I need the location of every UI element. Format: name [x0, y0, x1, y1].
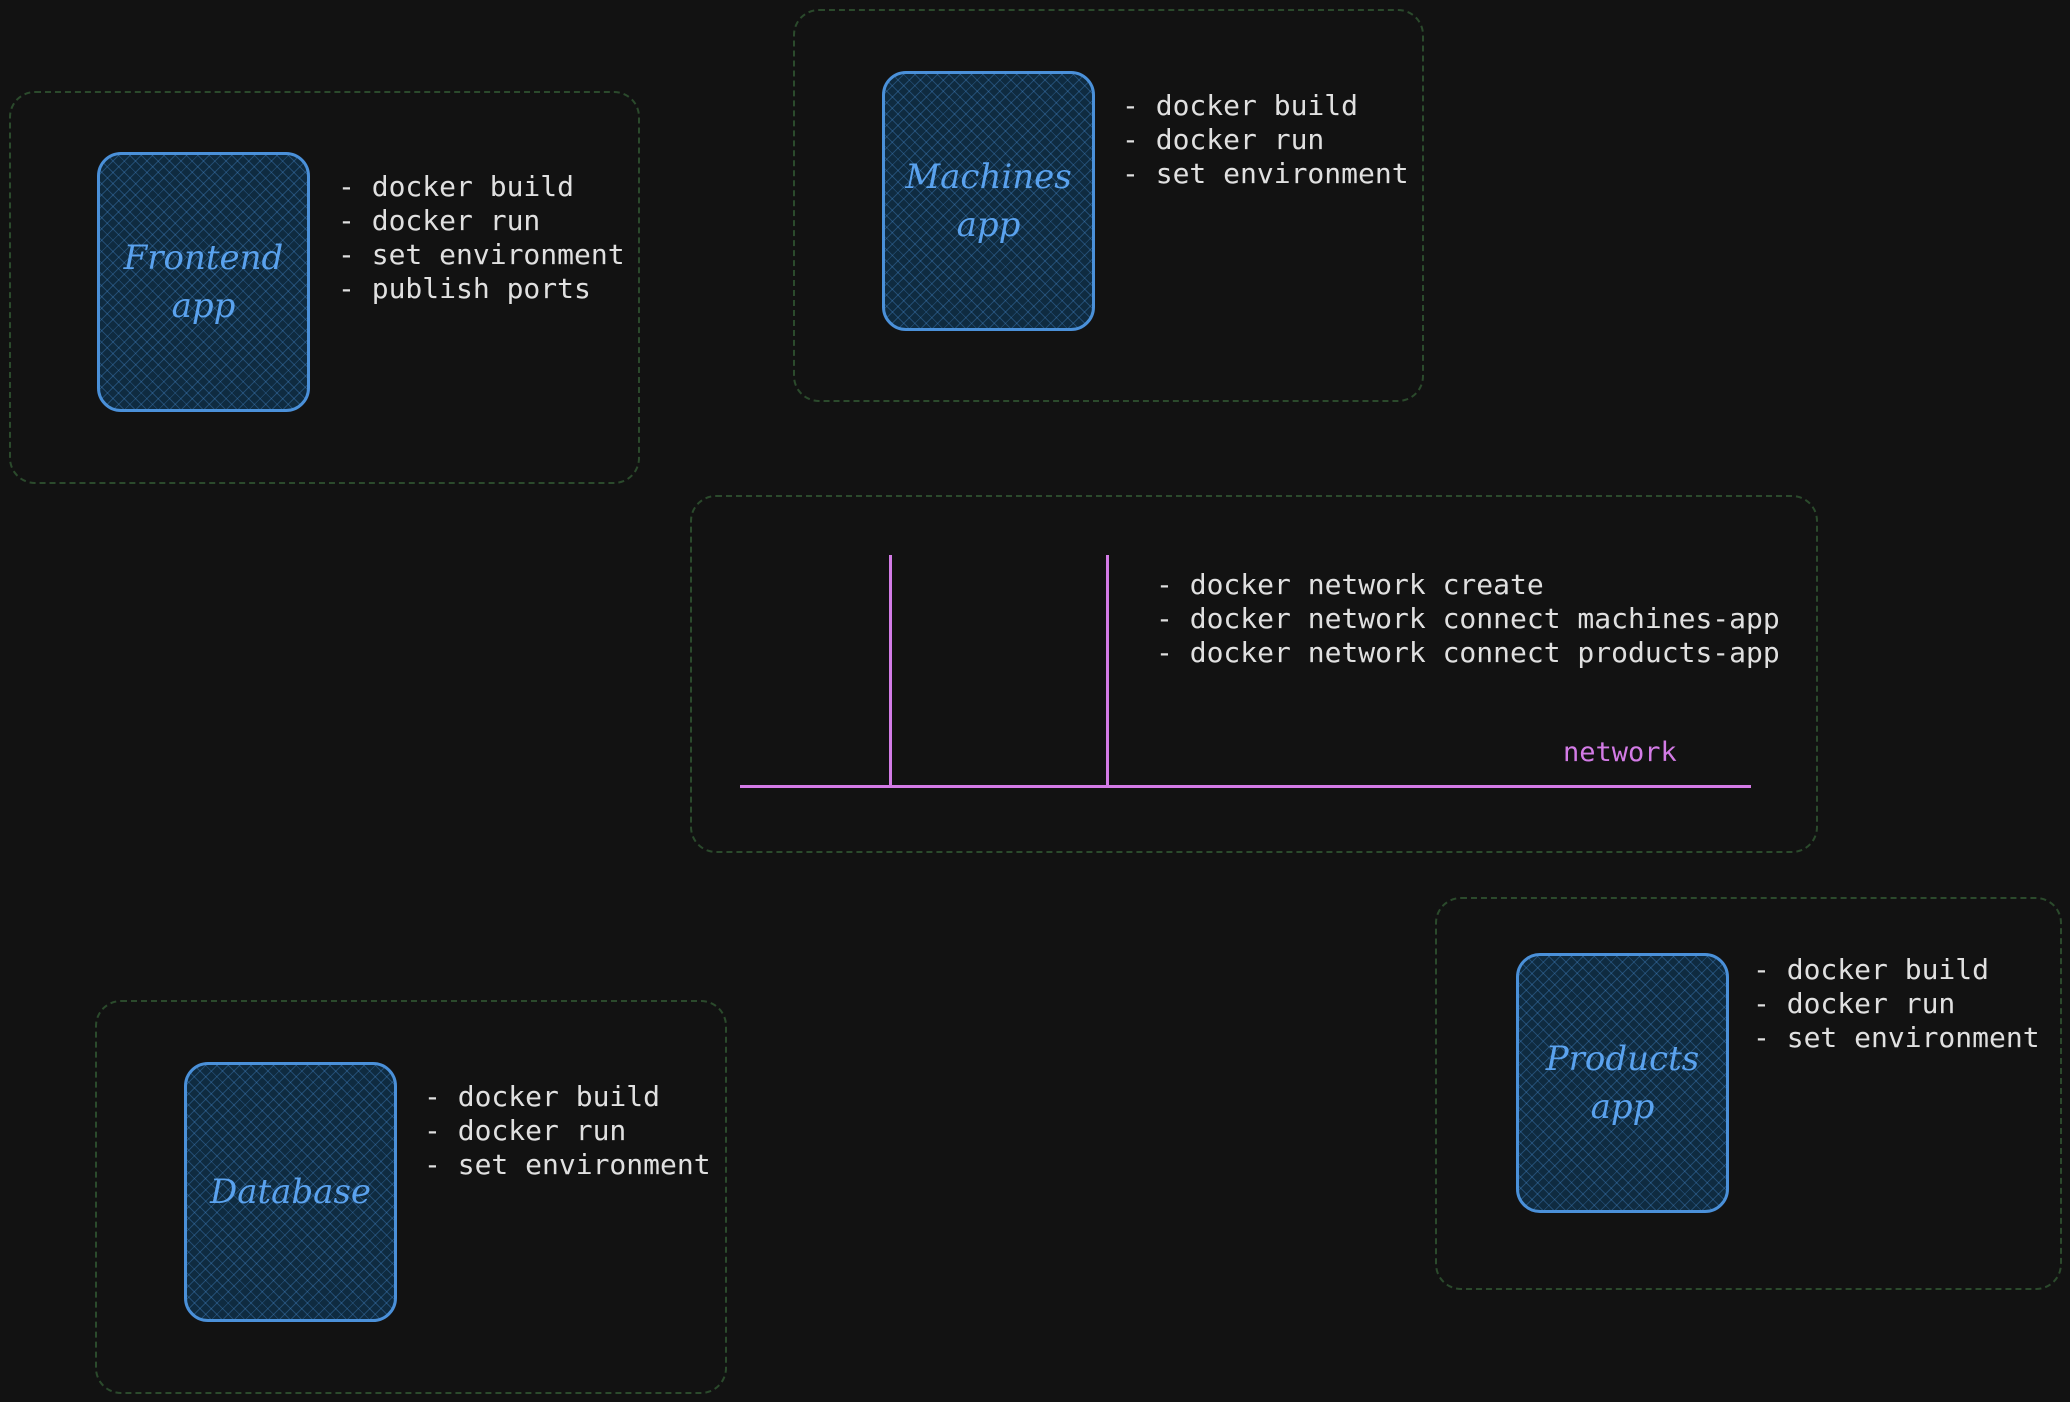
products-step: - docker build — [1753, 953, 1990, 986]
frontend-group — [9, 91, 640, 484]
machines-step: - docker build — [1122, 89, 1359, 122]
database-group — [95, 1000, 727, 1394]
network-label: network — [1563, 737, 1677, 768]
machines-step: - set environment — [1122, 157, 1409, 190]
products-step: - set environment — [1753, 1021, 2040, 1054]
machines-step: - docker run — [1122, 123, 1325, 156]
products-app-title-line1: Products — [1545, 1039, 1700, 1079]
network-step: - docker network create — [1156, 568, 1544, 601]
machines-steps: - docker build - docker run - set enviro… — [1122, 89, 1409, 191]
products-steps: - docker build - docker run - set enviro… — [1753, 953, 2040, 1055]
network-bus-line — [740, 785, 1751, 788]
network-step: - docker network connect products-app — [1156, 636, 1780, 669]
network-connector-products — [1106, 555, 1109, 787]
network-group — [690, 495, 1818, 853]
frontend-step: - docker build — [338, 170, 575, 203]
products-step: - docker run — [1753, 987, 1956, 1020]
database-step: - docker build — [424, 1080, 661, 1113]
network-steps: - docker network create - docker network… — [1156, 568, 1780, 670]
database-step: - docker run — [424, 1114, 627, 1147]
products-group — [1435, 897, 2062, 1290]
products-app-card[interactable]: Products app — [1516, 953, 1729, 1213]
frontend-step: - set environment — [338, 238, 625, 271]
machines-group — [793, 9, 1424, 402]
database-step: - set environment — [424, 1148, 711, 1181]
frontend-app-card[interactable]: Frontend app — [97, 152, 310, 412]
frontend-step: - publish ports — [338, 272, 591, 305]
frontend-step: - docker run — [338, 204, 541, 237]
database-steps: - docker build - docker run - set enviro… — [424, 1080, 711, 1182]
frontend-app-title-line2: app — [171, 286, 236, 326]
products-app-title-line2: app — [1590, 1087, 1655, 1127]
machines-app-title-line2: app — [956, 205, 1021, 245]
frontend-steps: - docker build - docker run - set enviro… — [338, 170, 625, 306]
database-card[interactable]: Database — [184, 1062, 397, 1322]
machines-app-card[interactable]: Machines app — [882, 71, 1095, 331]
machines-app-title-line1: Machines — [905, 157, 1072, 197]
frontend-app-title-line1: Frontend — [123, 238, 284, 278]
database-title: Database — [209, 1172, 372, 1212]
network-connector-machines — [889, 555, 892, 787]
network-step: - docker network connect machines-app — [1156, 602, 1780, 635]
